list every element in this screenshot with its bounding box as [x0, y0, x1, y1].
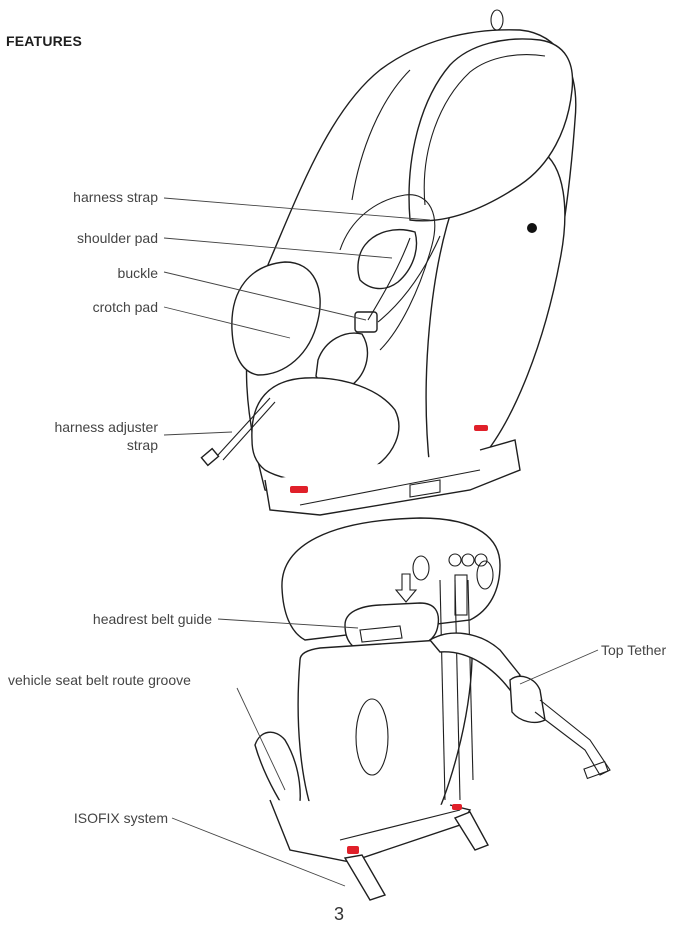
rear-view-seat-drawing — [255, 518, 610, 900]
front-view-seat-drawing — [201, 10, 575, 515]
